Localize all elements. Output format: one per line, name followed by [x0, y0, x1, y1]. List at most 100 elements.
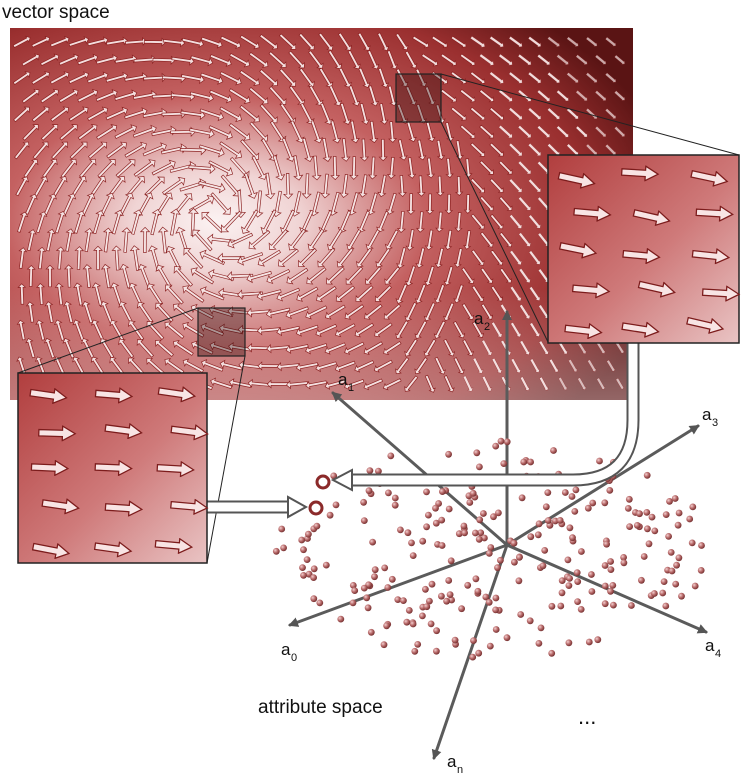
field-vector-arrow — [259, 69, 278, 87]
field-vector-arrow — [443, 229, 453, 251]
attribute-point — [475, 535, 483, 543]
field-vector-arrow — [281, 137, 296, 162]
field-vector-arrow — [118, 301, 133, 324]
vector-field-panel — [10, 28, 633, 400]
field-vector-arrow — [99, 300, 113, 324]
field-vector-arrow — [111, 209, 125, 235]
field-vector-arrow — [183, 248, 204, 269]
field-vector-arrow — [363, 378, 383, 391]
vector-space-label: vector space — [2, 2, 110, 23]
field-vector-arrow — [454, 211, 463, 233]
field-vector-arrow — [266, 379, 290, 389]
attribute-point — [469, 653, 477, 661]
field-vector-arrow — [35, 283, 46, 305]
field-vector-arrow — [60, 158, 78, 179]
field-vector-arrow — [248, 86, 269, 105]
field-vector-arrow — [182, 285, 205, 303]
field-vector-arrow — [36, 211, 48, 234]
attribute-point — [574, 578, 582, 585]
field-vector-arrow — [256, 325, 282, 336]
attribute-point — [381, 564, 389, 572]
field-vector-arrow — [63, 264, 74, 288]
attribute-point — [369, 538, 376, 546]
field-vector-arrow — [128, 282, 143, 306]
attribute-point — [438, 516, 446, 524]
field-vector-arrow — [259, 103, 278, 124]
field-vector-arrow — [339, 173, 349, 198]
field-vector-arrow — [46, 228, 56, 252]
field-vector-arrow — [529, 322, 541, 337]
field-vector-arrow — [365, 229, 380, 251]
attribute-point — [394, 596, 402, 603]
attribute-point — [364, 604, 372, 612]
field-vector-arrow — [434, 247, 444, 269]
field-vector-arrow — [395, 320, 409, 340]
field-vector-arrow — [248, 230, 271, 250]
attribute-point — [384, 584, 392, 591]
field-vector-arrow — [320, 102, 334, 125]
field-vector-arrow — [32, 141, 49, 160]
svg-text:a: a — [702, 405, 712, 424]
field-vector-arrow — [243, 172, 258, 199]
field-vector-arrow — [395, 357, 410, 375]
field-vector-arrow — [414, 283, 427, 304]
field-vector-arrow — [405, 85, 418, 106]
attribute-point — [495, 509, 502, 517]
attribute-point — [588, 571, 595, 578]
attribute-point — [461, 529, 468, 537]
field-vector-arrow — [461, 267, 475, 285]
field-vector-arrow — [316, 285, 337, 303]
attribute-point — [558, 589, 566, 597]
field-vector-arrow — [383, 340, 402, 355]
field-vector-arrow — [469, 71, 486, 85]
field-vector-arrow — [300, 102, 315, 125]
axis-label-a3: a 3 — [702, 405, 718, 429]
field-vector-arrow — [278, 33, 297, 50]
field-vector-arrow — [479, 195, 494, 212]
attribute-point — [387, 452, 395, 460]
attribute-point — [316, 599, 324, 607]
field-vector-arrow — [614, 54, 625, 65]
vector-field-arrows — [12, 32, 625, 394]
attribute-point — [473, 449, 481, 457]
field-vector-arrow — [305, 380, 327, 390]
field-vector-arrow — [450, 106, 467, 121]
attribute-point — [640, 553, 648, 560]
attribute-point — [411, 647, 419, 655]
field-vector-arrow — [237, 289, 263, 300]
field-vector-arrow — [279, 68, 297, 87]
field-vector-arrow — [71, 175, 87, 197]
attribute-point — [515, 577, 523, 585]
field-vector-arrow — [423, 302, 436, 322]
attribute-point — [556, 517, 564, 524]
field-vector-arrow — [31, 106, 50, 123]
attribute-point — [445, 450, 452, 458]
field-vector-arrow — [406, 193, 416, 215]
field-vector-arrow — [595, 54, 607, 65]
attribute-point — [303, 556, 311, 563]
attribute-point — [383, 622, 390, 630]
field-vector-arrow — [463, 375, 474, 392]
field-vector-arrow — [18, 247, 28, 269]
attribute-point — [492, 594, 500, 602]
field-vector-arrow — [317, 247, 336, 268]
field-vector-arrow — [13, 106, 30, 123]
attribute-point — [644, 525, 651, 533]
attribute-point — [481, 534, 488, 542]
attribute-point — [535, 640, 543, 647]
field-vector-arrow — [128, 357, 145, 376]
attribute-point — [326, 511, 334, 519]
field-vector-arrow — [106, 141, 127, 159]
field-vector-arrow — [62, 337, 75, 359]
field-vector-arrow — [114, 124, 137, 139]
field-vector-arrow — [260, 209, 277, 234]
field-vector-arrow — [518, 196, 531, 211]
attribute-point — [299, 564, 306, 571]
attribute-point — [490, 513, 497, 521]
field-vector-arrow — [558, 377, 568, 391]
field-vector-arrow — [256, 289, 282, 301]
field-vector-arrow — [367, 156, 378, 180]
field-vector-arrow — [417, 139, 427, 161]
field-vector-arrow — [172, 339, 194, 356]
